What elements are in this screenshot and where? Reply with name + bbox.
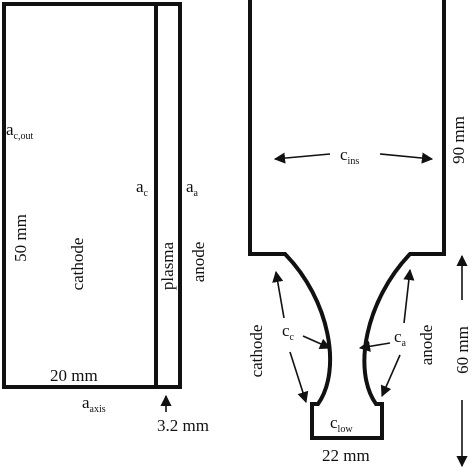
label-c-low: clow [330,413,353,435]
label-aa: aa [186,177,199,199]
region-plasma: plasma [158,241,177,290]
arrow-cc-right [302,335,332,350]
label-cathode-right: cathode [247,325,266,378]
dim-gap-3-2mm: 3.2 mm [157,416,209,435]
arrow-ins-left [273,152,331,164]
left-outer-boundary [2,2,182,389]
arrow-ca-left [358,340,391,352]
left-panel: ac,out ac aa 50 mm cathode plasma anode … [2,2,209,435]
label-a-axis: aaxis [82,393,106,415]
arrow-cc-up [272,270,285,319]
region-anode: anode [189,242,208,283]
arrow-ca-up [403,268,415,324]
label-c-c: cc [282,321,295,343]
label-ac-out: ac,out [6,120,33,142]
right-boundary-outline [248,0,446,440]
dim-width-20mm: 20 mm [50,366,98,385]
label-ac: ac [136,177,149,199]
dim-height-50mm: 50 mm [11,214,30,262]
arrow-ins-right [379,152,434,164]
arrow-cc-down [289,351,309,404]
dim-bottom-60mm: 60 mm [453,326,472,374]
region-cathode: cathode [68,238,87,291]
label-c-a: ca [394,327,407,349]
right-panel: cins 90 mm cc ca cathode anode clow 22 m… [247,0,472,468]
dim-top-90mm: 90 mm [449,116,468,164]
arrow-ca-down [380,354,401,398]
label-c-ins: cins [340,145,359,167]
label-anode-right: anode [417,325,436,366]
dim-width-22mm: 22 mm [322,446,370,465]
